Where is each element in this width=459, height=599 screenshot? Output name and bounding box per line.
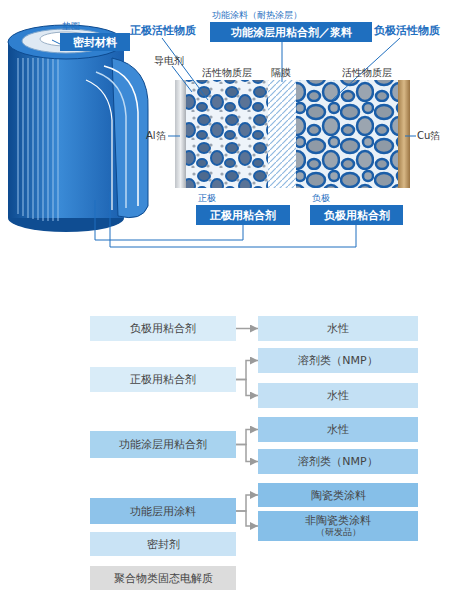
flow-box: 溶剂类（NMP） (258, 449, 418, 474)
cell-stripes (18, 58, 58, 221)
al-foil (175, 80, 186, 188)
cell-peeled-layer (112, 58, 148, 218)
flow-box: 功能涂层用粘合剂 (90, 431, 236, 458)
separator (268, 80, 296, 188)
callout-box: 垫圈密封材料 (60, 33, 130, 51)
part-label: 负极活性物质 (374, 23, 440, 38)
flow-box: 水性 (258, 383, 418, 408)
callout-box: 功能涂料（耐热涂层）功能涂层用粘合剂／浆料 (210, 22, 372, 42)
node-text: 水性 (327, 322, 349, 335)
cell-winding (104, 66, 138, 206)
arrow-connector (236, 380, 258, 396)
node-heading: 正极 (198, 192, 216, 205)
flow-box: 溶剂类（NMP） (258, 348, 418, 373)
flow-box: 功能层用涂料 (90, 498, 236, 524)
node-text: 陶瓷类涂料 (311, 489, 366, 502)
node-text: 功能涂层用粘合剂 (119, 438, 207, 451)
flow-box: 非陶瓷类涂料（研发品） (258, 511, 418, 541)
part-label: 隔膜 (271, 66, 291, 80)
flow-box: 陶瓷类涂料 (258, 483, 418, 507)
node-text: 功能涂层用粘合剂／浆料 (231, 26, 352, 39)
arrow-connector (236, 445, 258, 462)
part-label: Cu箔 (417, 129, 440, 143)
node-heading: 功能涂料（耐热涂层） (212, 9, 302, 22)
part-label: Al箔 (146, 129, 166, 143)
part-label: 活性物质层 (202, 66, 252, 80)
node-text: 正极用粘合剂 (210, 209, 276, 222)
part-label: 正极活性物质 (130, 23, 196, 38)
cell-winding (96, 72, 126, 208)
flow-box: 聚合物类固态电解质 (90, 566, 236, 590)
arrow-connector (236, 495, 258, 511)
node-text: 溶剂类（NMP） (298, 455, 377, 468)
flow-box: 密封剂 (90, 532, 236, 556)
callout-box: 正极正极用粘合剂 (196, 205, 290, 225)
part-label: 活性物质层 (342, 66, 392, 80)
callout-box: 负极负极用粘合剂 (310, 205, 403, 225)
node-text: 密封剂 (147, 538, 180, 551)
flow-box: 正极用粘合剂 (90, 367, 236, 392)
node-text: 溶剂类（NMP） (298, 354, 377, 367)
arrow-connector (236, 361, 258, 380)
node-text: 聚合物类固态电解质 (114, 572, 213, 585)
flow-box: 水性 (258, 417, 418, 442)
cathode-layer (186, 80, 268, 188)
node-text: 非陶瓷类涂料 (305, 514, 371, 527)
leader-lines (52, 38, 416, 247)
node-text: 水性 (327, 389, 349, 402)
node-text: 密封材料 (73, 36, 117, 49)
part-label: 导电剂 (154, 54, 184, 68)
cell-winding (86, 80, 112, 210)
node-text: 水性 (327, 423, 349, 436)
node-heading: 垫圈 (62, 20, 80, 33)
cu-foil (398, 80, 410, 188)
node-heading: 负极 (312, 192, 330, 205)
arrow-connector (236, 328, 258, 330)
arrow-connector (236, 430, 258, 445)
flow-box: 负极用粘合剂 (90, 316, 236, 341)
node-text: 正极用粘合剂 (130, 373, 196, 386)
flow-box: 水性 (258, 316, 418, 341)
node-text: 负极用粘合剂 (324, 209, 390, 222)
node-text: 负极用粘合剂 (130, 322, 196, 335)
arrow-connector (236, 511, 258, 526)
cell-body (8, 42, 124, 218)
node-note: （研发品） (316, 527, 361, 538)
anode-layer (296, 80, 398, 188)
node-text: 功能层用涂料 (130, 505, 196, 518)
